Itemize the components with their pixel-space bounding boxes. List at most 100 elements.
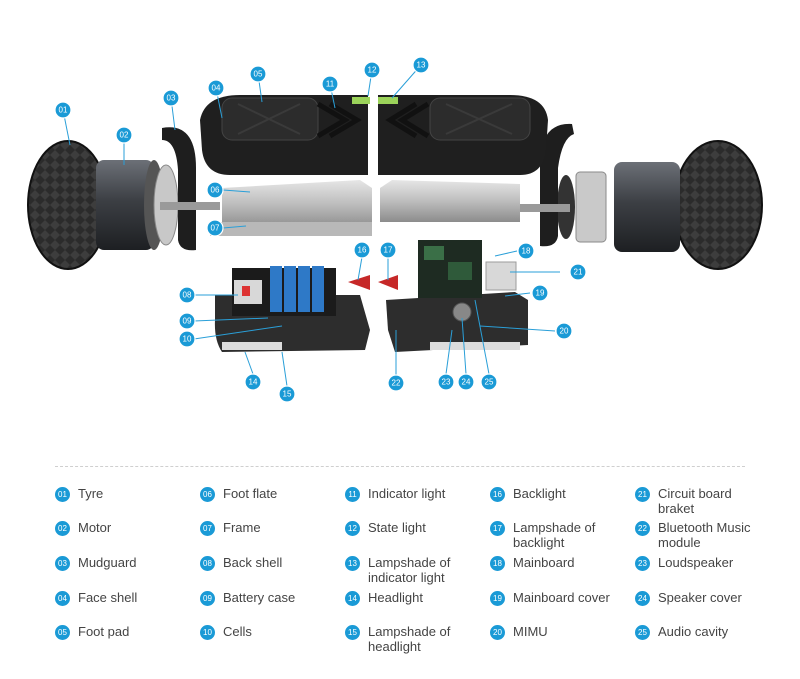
callout-23: 23 — [438, 374, 454, 390]
legend-label: MIMU — [513, 624, 613, 639]
callout-20: 20 — [556, 323, 572, 339]
legend-item-circuit-board-braket: 21 Circuit board braket — [635, 486, 758, 516]
indicator-lights — [352, 97, 398, 104]
callout-19: 19 — [532, 285, 548, 301]
callout-18: 18 — [518, 243, 534, 259]
svg-text:11: 11 — [326, 80, 335, 89]
legend-item-mimu: 20 MIMU — [490, 624, 613, 640]
legend-badge: 13 — [345, 556, 360, 571]
svg-text:17: 17 — [384, 246, 393, 255]
legend-badge: 23 — [635, 556, 650, 571]
legend-label: Mudguard — [78, 555, 178, 570]
legend-badge: 12 — [345, 521, 360, 536]
exploded-view-diagram: 01 02 03 04 05 06 07 08 09 10 11 12 13 1… — [0, 0, 800, 460]
left-axle — [160, 202, 220, 210]
legend-badge: 05 — [55, 625, 70, 640]
legend-item-audio-cavity: 25 Audio cavity — [635, 624, 758, 640]
callout-24: 24 — [458, 374, 474, 390]
legend-badge: 09 — [200, 591, 215, 606]
legend-badge: 06 — [200, 487, 215, 502]
callout-01: 01 — [55, 102, 71, 118]
legend-badge: 25 — [635, 625, 650, 640]
svg-text:08: 08 — [183, 291, 192, 300]
svg-text:15: 15 — [283, 390, 292, 399]
callout-15: 15 — [279, 386, 295, 402]
legend-item-lampshade-headlight: 15 Lampshade of headlight — [345, 624, 468, 654]
callout-21: 21 — [570, 264, 586, 280]
callout-09: 09 — [179, 313, 195, 329]
svg-text:02: 02 — [120, 131, 129, 140]
callout-08: 08 — [179, 287, 195, 303]
legend-label: Indicator light — [368, 486, 468, 501]
legend-label: Mainboard — [513, 555, 613, 570]
callout-10: 10 — [179, 331, 195, 347]
callout-25: 25 — [481, 374, 497, 390]
svg-text:24: 24 — [462, 378, 471, 387]
mainboard — [418, 240, 516, 298]
legend-label: Frame — [223, 520, 323, 535]
legend-badge: 07 — [200, 521, 215, 536]
legend-badge: 18 — [490, 556, 505, 571]
legend-item-loudspeaker: 23 Loudspeaker — [635, 555, 758, 571]
svg-text:10: 10 — [183, 335, 192, 344]
legend-label: Lampshade of backlight — [513, 520, 613, 550]
callout-05: 05 — [250, 66, 266, 82]
legend-badge: 01 — [55, 487, 70, 502]
right-tyre — [674, 141, 762, 269]
svg-text:22: 22 — [392, 379, 401, 388]
legend-label: Audio cavity — [658, 624, 758, 639]
right-motor — [557, 162, 680, 252]
legend-item-lampshade-backlight: 17 Lampshade of backlight — [490, 520, 613, 550]
callout-13: 13 — [413, 57, 429, 73]
backlights — [348, 275, 398, 290]
foot-pad — [222, 98, 530, 140]
legend-label: Face shell — [78, 590, 178, 605]
legend-badge: 10 — [200, 625, 215, 640]
legend-badge: 03 — [55, 556, 70, 571]
legend-badge: 19 — [490, 591, 505, 606]
legend-label: Cells — [223, 624, 323, 639]
legend-label: Back shell — [223, 555, 323, 570]
legend-item-bluetooth-music-module: 22 Bluetooth Music module — [635, 520, 758, 550]
legend-label: Lampshade of indicator light — [368, 555, 468, 585]
legend-label: Headlight — [368, 590, 468, 605]
svg-text:25: 25 — [485, 378, 494, 387]
legend-label: Battery case — [223, 590, 323, 605]
frame — [210, 180, 520, 236]
legend-item-tyre: 01 Tyre — [55, 486, 178, 502]
svg-text:06: 06 — [211, 186, 220, 195]
legend-item-foot-pad: 05 Foot pad — [55, 624, 178, 640]
legend-label: State light — [368, 520, 468, 535]
legend-label: Circuit board braket — [658, 486, 758, 516]
legend-item-cells: 10 Cells — [200, 624, 323, 640]
legend-item-mainboard: 18 Mainboard — [490, 555, 613, 571]
legend-item-headlight: 14 Headlight — [345, 590, 468, 606]
legend-label: Foot flate — [223, 486, 323, 501]
right-axle — [520, 204, 570, 212]
svg-text:07: 07 — [211, 224, 220, 233]
legend-badge: 11 — [345, 487, 360, 502]
legend-badge: 02 — [55, 521, 70, 536]
legend-item-foot-flate: 06 Foot flate — [200, 486, 323, 502]
legend-item-backlight: 16 Backlight — [490, 486, 613, 502]
svg-text:01: 01 — [59, 106, 68, 115]
svg-text:20: 20 — [560, 327, 569, 336]
callout-22: 22 — [388, 375, 404, 391]
legend-badge: 16 — [490, 487, 505, 502]
legend-label: Tyre — [78, 486, 178, 501]
legend-label: Loudspeaker — [658, 555, 758, 570]
divider — [55, 466, 745, 467]
legend-badge: 20 — [490, 625, 505, 640]
legend-label: Motor — [78, 520, 178, 535]
svg-text:21: 21 — [574, 268, 583, 277]
callout-14: 14 — [245, 374, 261, 390]
callout-17: 17 — [380, 242, 396, 258]
legend-badge: 17 — [490, 521, 505, 536]
svg-text:23: 23 — [442, 378, 451, 387]
callout-06: 06 — [207, 182, 223, 198]
callout-16: 16 — [354, 242, 370, 258]
legend-item-motor: 02 Motor — [55, 520, 178, 536]
legend-label: Bluetooth Music module — [658, 520, 758, 550]
legend-badge: 21 — [635, 487, 650, 502]
callout-02: 02 — [116, 127, 132, 143]
